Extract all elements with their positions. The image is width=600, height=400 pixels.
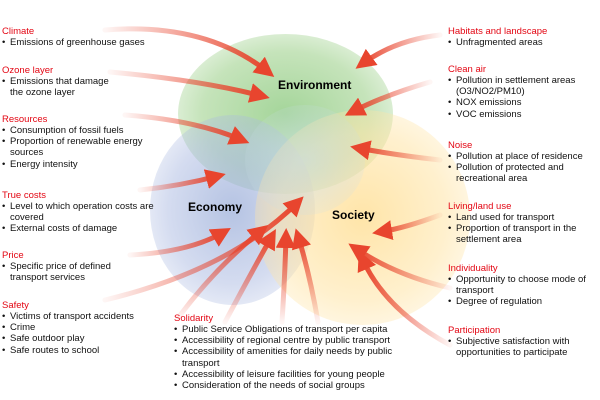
group-individuality: Individuality Opportunity to choose mode… [448,263,598,308]
group-ozone: Ozone layer Emissions that damage the oz… [2,65,122,98]
list-item: Accessibility of regional centre by publ… [174,335,419,346]
group-heading: True costs [2,190,46,201]
group-truecosts: True costs Level to which operation cost… [2,190,162,235]
list-item: Land used for transport [448,212,598,223]
group-heading: Clean air [448,64,487,75]
group-landuse: Living/land use Land used for transport … [448,201,598,246]
arrow-ozone [107,69,270,103]
list-item: Public Service Obligations of transport … [174,324,419,335]
group-habitats: Habitats and landscape Unfragmented area… [448,26,598,48]
group-heading: Resources [2,114,48,125]
arrow-cleanair [344,79,433,116]
list-item: Consideration of the needs of social gro… [174,380,419,391]
arrow-price [127,227,231,258]
arrow-truecosts [137,169,226,193]
list-item: Safe outdoor play [2,333,162,344]
list-item: Energy intensity [2,159,162,170]
list-item: Crime [2,322,162,333]
list-item: Opportunity to choose mode of transport [448,274,598,296]
list-item: Safe routes to school [2,345,162,356]
list-item: Pollution at place of residence [448,151,598,162]
list-item: External costs of damage [2,223,162,234]
arrow-solidarity-2 [222,229,276,325]
environment-label: Environment [278,78,352,92]
society-label: Society [332,208,375,222]
arrow-landuse [372,212,443,240]
list-item: Accessibility of amenities for daily nee… [174,346,419,368]
arrow-habitats [355,32,443,69]
arrow-solidarity-4 [291,228,321,325]
group-heading: Price [2,250,24,261]
group-participation: Participation Subjective satisfaction wi… [448,325,598,358]
list-item: Proportion of renewable energy sources [2,136,162,158]
list-item: Emissions of greenhouse gases [2,37,172,48]
arrow-noise [350,140,443,163]
group-heading: Living/land use [448,201,512,212]
list-item: Level to which operation costs are cover… [2,201,162,223]
group-heading: Safety [2,300,29,311]
list-item: Victims of transport accidents [2,311,162,322]
group-price: Price Specific price of defined transpor… [2,250,142,283]
group-heading: Climate [2,26,35,37]
overlap-area [245,105,365,215]
list-item: Unfragmented areas [448,37,598,48]
list-item: Pollution of protected and recreational … [448,162,598,184]
group-heading: Noise [448,140,473,151]
list-item: VOC emissions [448,109,598,120]
list-item: Proportion of transport in the settlemen… [448,223,598,245]
group-resources: Resources Consumption of fossil fuels Pr… [2,114,162,170]
group-heading: Habitats and landscape [448,26,548,37]
list-item: Specific price of defined transport serv… [2,261,142,283]
list-item: Degree of regulation [448,296,598,307]
arrow-climate [102,26,275,77]
group-heading: Ozone layer [2,65,54,76]
list-item: Subjective satisfaction with opportuniti… [448,336,598,358]
group-noise: Noise Pollution at place of residence Po… [448,140,598,185]
group-safety: Safety Victims of transport accidents Cr… [2,300,162,356]
arrow-safety [102,196,304,303]
group-heading: Participation [448,325,501,336]
group-solidarity: Solidarity Public Service Obligations of… [174,313,419,391]
arrow-participation [357,250,453,348]
arrow-solidarity-3 [275,228,296,325]
list-item: Emissions that damage the ozone layer [2,76,122,98]
list-item: Consumption of fossil fuels [2,125,162,136]
list-item: NOX emissions [448,97,598,108]
group-climate: Climate Emissions of greenhouse gases [2,26,172,48]
arrow-solidarity-1 [175,224,269,321]
economy-label: Economy [188,200,243,214]
list-item: Accessibility of leisure facilities for … [174,369,419,380]
group-heading: Solidarity [174,313,214,324]
list-item: Pollution in settlement areas (O3/NO2/PM… [448,75,598,97]
group-cleanair: Clean air Pollution in settlement areas … [448,64,598,120]
arrow-resources [122,112,250,145]
group-heading: Individuality [448,263,498,274]
